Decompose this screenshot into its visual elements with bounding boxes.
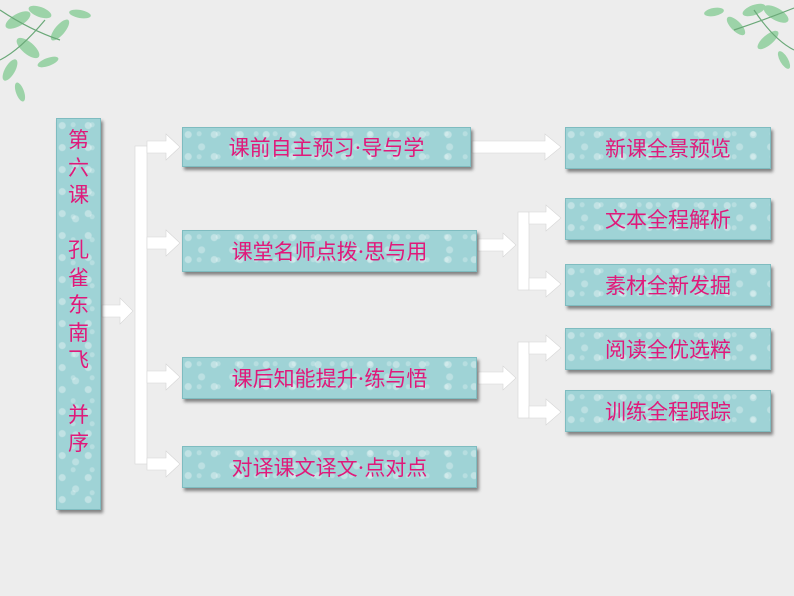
level2-box-training[interactable]: 训练全程跟踪	[565, 390, 771, 432]
level1-box-translation[interactable]: 对译课文译文·点对点	[182, 446, 477, 488]
title-char: 并	[68, 403, 89, 427]
title-char: 孔	[68, 238, 89, 262]
leaf-decoration-left-icon	[0, 5, 91, 102]
lesson-title-column: 第 六 课 孔 雀 东 南 飞 并 序	[56, 118, 101, 510]
arrow-title-to-level1	[101, 297, 134, 325]
arrow-to-level2-2	[528, 204, 562, 232]
arrow-level1-2-to-bracket	[477, 232, 517, 258]
level2-box-material[interactable]: 素材全新发掘	[565, 264, 771, 306]
arrow-to-level1-4	[146, 450, 181, 478]
title-char: 东	[68, 293, 89, 317]
title-char: 南	[68, 320, 89, 345]
level2-box-text-analysis[interactable]: 文本全程解析	[565, 198, 771, 240]
title-char: 雀	[68, 265, 89, 290]
arrow-level1-3-to-bracket	[477, 365, 517, 391]
arrow-to-level1-1	[146, 133, 181, 161]
arrow-to-level1-2	[146, 229, 181, 257]
title-char	[67, 210, 91, 238]
arrow-to-level2-3	[528, 270, 562, 298]
title-char: 序	[68, 430, 89, 455]
level2-box-overview[interactable]: 新课全景预览	[565, 127, 771, 169]
arrow-to-level2-4	[528, 334, 562, 362]
bracket-main-vertical	[134, 145, 148, 465]
title-char	[67, 375, 91, 403]
arrow-to-level2-5	[528, 398, 562, 426]
bracket-level1-3-vertical	[517, 341, 530, 419]
leaf-decoration-right-icon	[704, 3, 794, 69]
level1-box-lecture[interactable]: 课堂名师点拨·思与用	[182, 230, 477, 272]
bracket-level1-2-vertical	[517, 211, 530, 291]
arrow-level1-1-to-level2-1	[471, 133, 562, 161]
arrow-to-level1-3	[146, 363, 181, 391]
title-char: 第	[68, 128, 89, 152]
title-char: 飞	[68, 348, 89, 372]
title-char: 六	[68, 155, 89, 180]
level1-box-practice[interactable]: 课后知能提升·练与悟	[182, 357, 477, 399]
title-char: 课	[68, 183, 89, 207]
level2-box-reading[interactable]: 阅读全优选粹	[565, 328, 771, 370]
level1-box-preview[interactable]: 课前自主预习·导与学	[182, 127, 471, 167]
